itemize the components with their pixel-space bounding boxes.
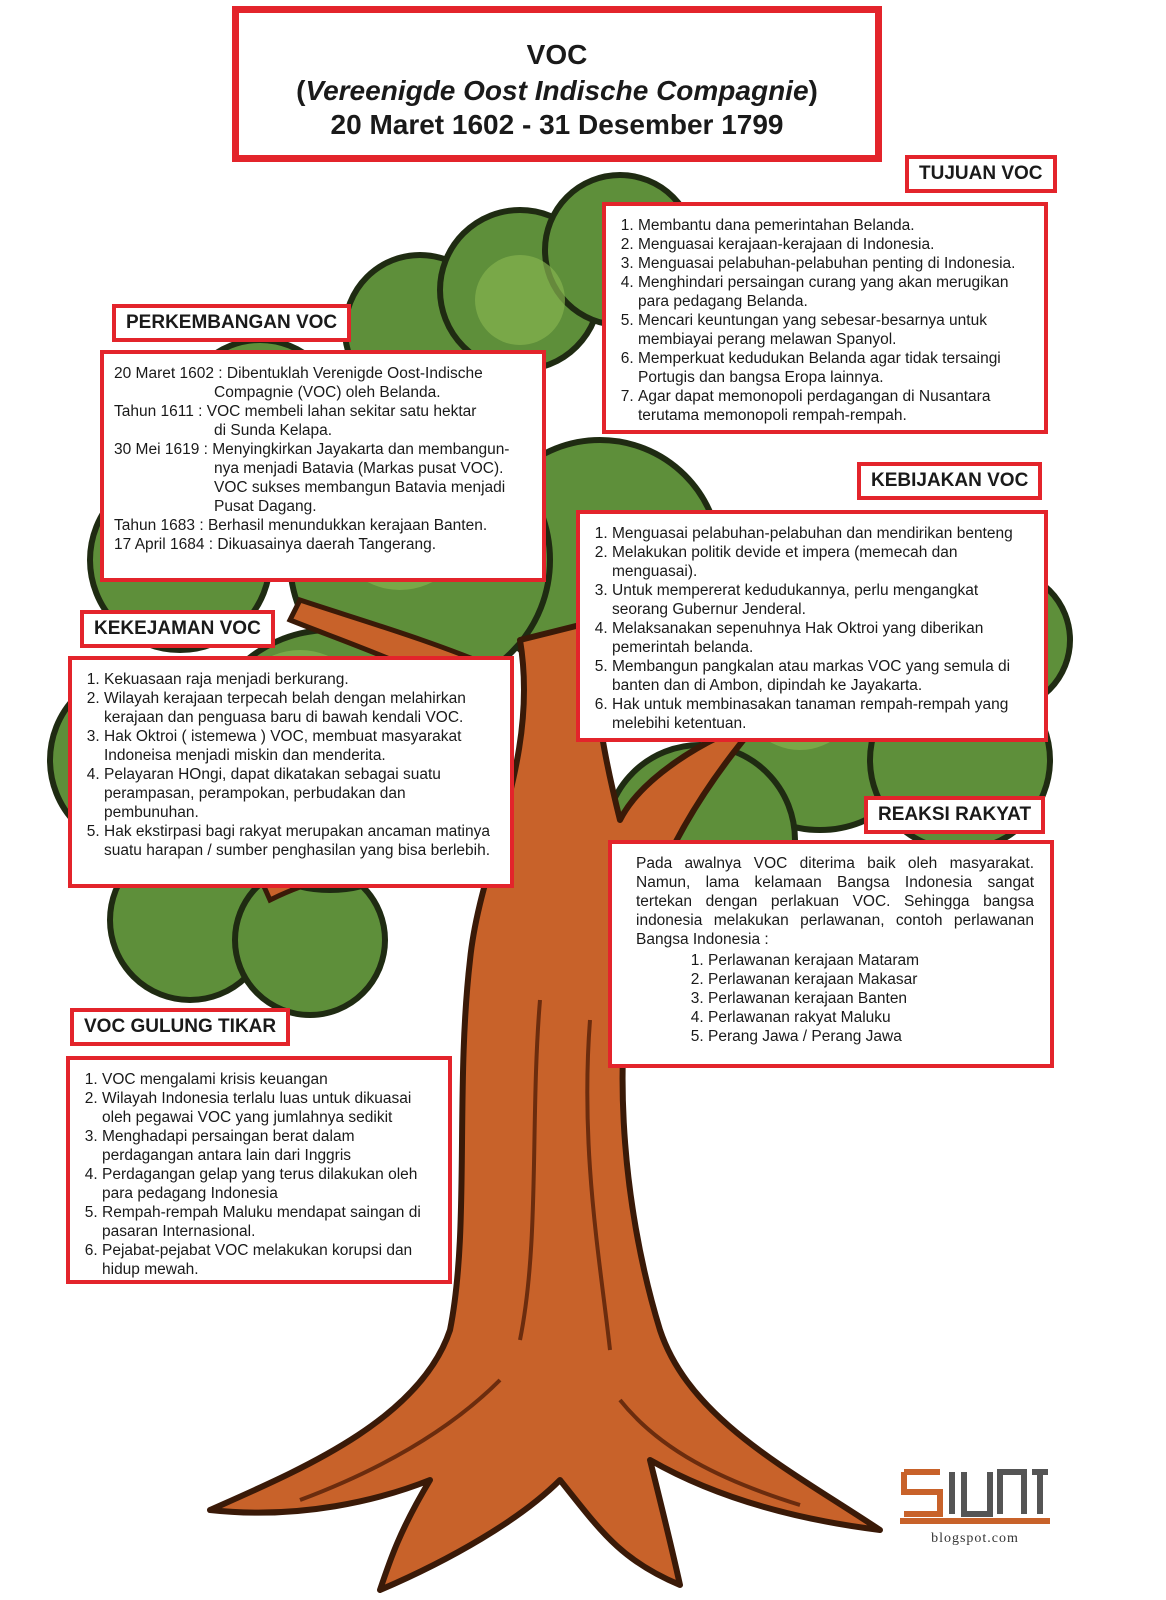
perkembangan-row: 20 Maret 1602 : Dibentuklah Verenigde Oo… (114, 364, 532, 402)
kekejaman-item: Hak ekstirpasi bagi rakyat merupakan anc… (104, 822, 500, 860)
title-paren-close: ) (808, 75, 818, 106)
kebijakan-item: Membangun pangkalan atau markas VOC yang… (612, 657, 1034, 695)
kebijakan-item: Menguasai pelabuhan-pelabuhan dan mendir… (612, 524, 1034, 543)
perkembangan-row-cont: di Sunda Kelapa. (214, 422, 333, 439)
siuntu-logo-sub: blogspot.com (931, 1531, 1019, 1546)
tujuan-item: Agar dapat memonopoli perdagangan di Nus… (638, 387, 1034, 425)
perkembangan-row-cont: nya menjadi Batavia (Markas pusat VOC). … (214, 460, 506, 515)
perkembangan-row: 30 Mei 1619 : Menyingkirkan Jayakarta da… (114, 440, 532, 516)
tujuan-item: Mencari keuntungan yang sebesar-besarnya… (638, 311, 1034, 349)
kekejaman-item: Wilayah kerajaan terpecah belah dengan m… (104, 689, 500, 727)
reaksi-item: Perlawanan kerajaan Makasar (708, 970, 1034, 989)
tujuan-item: Menghindari persaingan curang yang akan … (638, 273, 1034, 311)
trunk-lines (299, 999, 801, 1507)
tujuan-item: Memperkuat kedudukan Belanda agar tidak … (638, 349, 1034, 387)
reaksi-list: Perlawanan kerajaan MataramPerlawanan ke… (636, 951, 1034, 1046)
perkembangan-row: Tahun 1683 : Berhasil menundukkan keraja… (114, 516, 532, 535)
perkembangan-row-lead: 20 Maret 1602 : Dibentuklah Verenigde Oo… (114, 365, 483, 382)
tujuan-item: Menguasai pelabuhan-pelabuhan penting di… (638, 254, 1034, 273)
siuntu-logo: blogspot.com (900, 1462, 1050, 1547)
title-paren-open: ( (296, 75, 306, 106)
tujuan-item: Menguasai kerajaan-kerajaan di Indonesia… (638, 235, 1034, 254)
reaksi-item: Perlawanan rakyat Maluku (708, 1008, 1034, 1027)
gulung-item: Rempah-rempah Maluku mendapat saingan di… (102, 1203, 438, 1241)
reaksi-content: Pada awalnya VOC diterima baik oleh masy… (622, 854, 1040, 1046)
kebijakan-item: Melakukan politik devide et impera (meme… (612, 543, 1034, 581)
kekejaman-item: Kekuasaan raja menjadi berkurang. (104, 670, 500, 689)
reaksi-paragraph: Pada awalnya VOC diterima baik oleh masy… (636, 855, 1034, 948)
reaksi-heading: REAKSI RAKYAT (864, 796, 1046, 834)
tujuan-list: Membantu dana pemerintahan Belanda.Mengu… (616, 216, 1034, 425)
title-fullname-italic: Vereenigde Oost Indische Compagnie (305, 75, 809, 106)
siuntu-logo-mark (900, 1469, 1050, 1524)
gulung-item: Wilayah Indonesia terlalu luas untuk dik… (102, 1089, 438, 1127)
gulung-item: VOC mengalami krisis keuangan (102, 1070, 438, 1089)
kebijakan-item: Hak untuk membinasakan tanaman rempah-re… (612, 695, 1034, 733)
kekejaman-item: Hak Oktroi ( istemewa ) VOC, membuat mas… (104, 727, 500, 765)
reaksi-item: Perang Jawa / Perang Jawa (708, 1027, 1034, 1046)
perkembangan-row-lead: Tahun 1611 : VOC membeli lahan sekitar s… (114, 403, 477, 420)
perkembangan-row-lead: 30 Mei 1619 : Menyingkirkan Jayakarta da… (114, 441, 510, 458)
reaksi-item: Perlawanan kerajaan Banten (708, 989, 1034, 1008)
kebijakan-item: Untuk mempererat kedudukannya, perlu men… (612, 581, 1034, 619)
kekejaman-list: Kekuasaan raja menjadi berkurang.Wilayah… (82, 670, 500, 860)
title-fullname: (Vereenigde Oost Indische Compagnie) (239, 75, 875, 107)
perkembangan-box: 20 Maret 1602 : Dibentuklah Verenigde Oo… (100, 350, 546, 582)
kebijakan-heading: KEBIJAKAN VOC (857, 462, 1043, 500)
kebijakan-list: Menguasai pelabuhan-pelabuhan dan mendir… (590, 524, 1034, 733)
tujuan-item: Membantu dana pemerintahan Belanda. (638, 216, 1034, 235)
kebijakan-box: Menguasai pelabuhan-pelabuhan dan mendir… (576, 510, 1048, 742)
perkembangan-row-lead: Tahun 1683 : Berhasil menundukkan keraja… (114, 517, 488, 534)
kebijakan-item: Melaksanakan sepenuhnya Hak Oktroi yang … (612, 619, 1034, 657)
gulung-item: Menghadapi persaingan berat dalam perdag… (102, 1127, 438, 1165)
tujuan-box: Membantu dana pemerintahan Belanda.Mengu… (602, 202, 1048, 434)
perkembangan-row-lead: 17 April 1684 : Dikuasainya daerah Tange… (114, 536, 436, 553)
perkembangan-row: Tahun 1611 : VOC membeli lahan sekitar s… (114, 402, 532, 440)
gulung-item: Pejabat-pejabat VOC melakukan korupsi da… (102, 1241, 438, 1279)
perkembangan-row: 17 April 1684 : Dikuasainya daerah Tange… (114, 535, 532, 554)
perkembangan-row-cont: Compagnie (VOC) oleh Belanda. (214, 384, 441, 401)
kekejaman-box: Kekuasaan raja menjadi berkurang.Wilayah… (68, 656, 514, 888)
reaksi-item: Perlawanan kerajaan Mataram (708, 951, 1034, 970)
kekejaman-heading: KEKEJAMAN VOC (80, 610, 275, 648)
title-dates: 20 Maret 1602 - 31 Desember 1799 (330, 109, 784, 140)
gulung-heading: VOC GULUNG TIKAR (70, 1008, 291, 1046)
perkembangan-heading: PERKEMBANGAN VOC (112, 304, 352, 342)
perkembangan-list: 20 Maret 1602 : Dibentuklah Verenigde Oo… (114, 364, 532, 554)
kekejaman-item: Pelayaran HOngi, dapat dikatakan sebagai… (104, 765, 500, 822)
tree-trunk (207, 617, 883, 1593)
tujuan-heading: TUJUAN VOC (905, 155, 1057, 193)
gulung-list: VOC mengalami krisis keuanganWilayah Ind… (80, 1070, 438, 1279)
title-acronym: VOC (526, 39, 588, 70)
reaksi-box: Pada awalnya VOC diterima baik oleh masy… (608, 840, 1054, 1068)
title-box: VOC (Vereenigde Oost Indische Compagnie)… (232, 6, 882, 162)
gulung-box: VOC mengalami krisis keuanganWilayah Ind… (66, 1056, 452, 1284)
gulung-item: Perdagangan gelap yang terus dilakukan o… (102, 1165, 438, 1203)
